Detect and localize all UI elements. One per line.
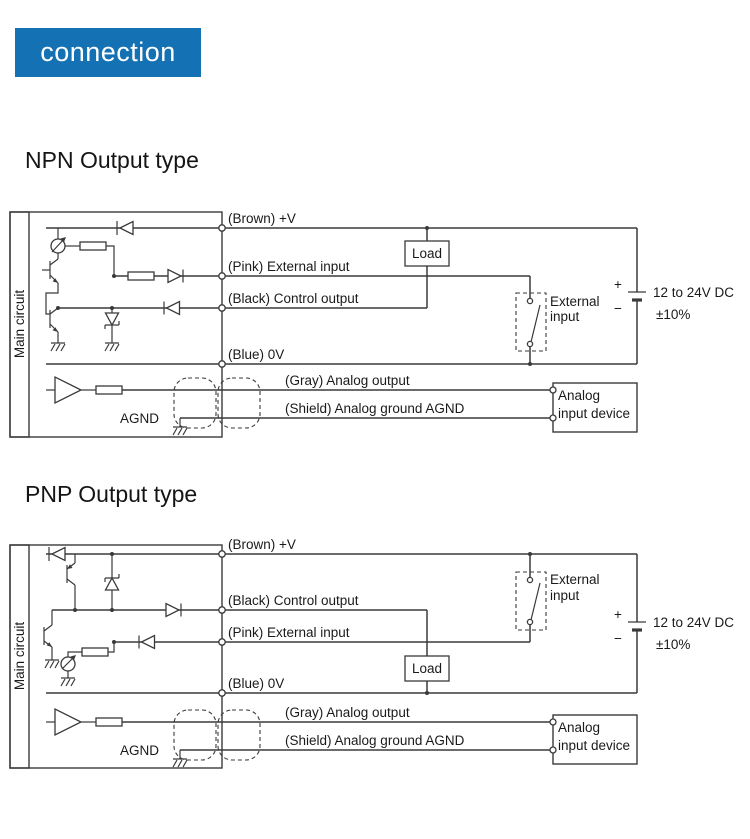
- npn-external-input-switch: External input: [515, 292, 600, 366]
- pnp-shield-region: [173, 709, 261, 761]
- npn-agnd: AGND: [120, 411, 188, 436]
- pnp-analog-device-label-2: input device: [558, 738, 630, 753]
- pnp-battery-minus: −: [614, 631, 622, 646]
- pnp-wiring-diagram: Main circuit: [9, 537, 734, 769]
- pnp-terminals: [218, 550, 226, 697]
- pnp-main-circuit-box: Main circuit: [9, 544, 223, 769]
- banner-label: connection: [40, 37, 176, 67]
- npn-main-circuit-label: Main circuit: [12, 290, 27, 359]
- pnp-battery-voltage: 12 to 24V DC: [653, 615, 734, 630]
- pnp-analog-device-label-1: Analog: [558, 720, 600, 735]
- pnp-wire-label-blue: (Blue) 0V: [228, 676, 284, 691]
- npn-terminals: [218, 224, 226, 368]
- npn-external-input-label-2: input: [550, 309, 580, 324]
- npn-battery-plus: +: [614, 277, 622, 292]
- pnp-internal-components: [43, 546, 182, 737]
- npn-wire-label-blue: (Blue) 0V: [228, 347, 284, 362]
- npn-battery: + − 12 to 24V DC ±10%: [614, 277, 734, 322]
- pnp-load-box: Load: [404, 655, 450, 695]
- npn-wire-label-brown: (Brown) +V: [228, 211, 296, 226]
- pnp-battery-tolerance: ±10%: [656, 637, 690, 652]
- pnp-wire-label-brown: (Brown) +V: [228, 537, 296, 552]
- pnp-battery-plus: +: [614, 607, 622, 622]
- pnp-external-input-label-1: External: [550, 572, 600, 587]
- npn-external-input-label-1: External: [550, 294, 600, 309]
- pnp-wires: [46, 553, 638, 751]
- npn-wire-label-gray: (Gray) Analog output: [285, 373, 410, 388]
- npn-wires: [46, 227, 638, 419]
- pnp-wire-labels: (Brown) +V (Black) Control output (Pink)…: [228, 537, 465, 748]
- npn-wire-labels: (Brown) +V (Pink) External input (Black)…: [228, 211, 465, 416]
- pnp-external-input-label-2: input: [550, 588, 580, 603]
- npn-wire-label-black: (Black) Control output: [228, 291, 359, 306]
- pnp-agnd: AGND: [120, 743, 188, 768]
- npn-wiring-diagram: Main circuit: [9, 211, 734, 438]
- npn-load-label: Load: [412, 246, 442, 261]
- pnp-analog-input-device-box: Analog input device: [549, 714, 638, 765]
- npn-battery-voltage: 12 to 24V DC: [653, 285, 734, 300]
- npn-battery-minus: −: [614, 301, 622, 316]
- npn-load-box: Load: [404, 226, 450, 267]
- pnp-wire-label-shield: (Shield) Analog ground AGND: [285, 733, 465, 748]
- npn-section-title: NPN Output type: [25, 147, 199, 173]
- pnp-wire-label-pink: (Pink) External input: [228, 625, 350, 640]
- npn-analog-device-label-2: input device: [558, 406, 630, 421]
- npn-battery-tolerance: ±10%: [656, 307, 690, 322]
- npn-wire-label-pink: (Pink) External input: [228, 259, 350, 274]
- npn-internal-components: [42, 220, 184, 405]
- npn-wire-label-shield: (Shield) Analog ground AGND: [285, 401, 465, 416]
- npn-shield-region: [173, 377, 261, 429]
- npn-analog-device-label-1: Analog: [558, 388, 600, 403]
- pnp-main-circuit-label: Main circuit: [12, 622, 27, 691]
- pnp-battery: + − 12 to 24V DC ±10%: [614, 607, 734, 652]
- pnp-wire-label-black: (Black) Control output: [228, 593, 359, 608]
- pnp-load-label: Load: [412, 661, 442, 676]
- pnp-wire-label-gray: (Gray) Analog output: [285, 705, 410, 720]
- pnp-section-title: PNP Output type: [25, 481, 198, 507]
- npn-analog-input-device-box: Analog input device: [549, 382, 638, 433]
- pnp-external-input-switch: External input: [515, 552, 600, 631]
- connection-banner: connection: [15, 28, 201, 77]
- npn-main-circuit-box: Main circuit: [9, 211, 223, 438]
- pnp-agnd-label: AGND: [120, 743, 159, 758]
- npn-agnd-label: AGND: [120, 411, 159, 426]
